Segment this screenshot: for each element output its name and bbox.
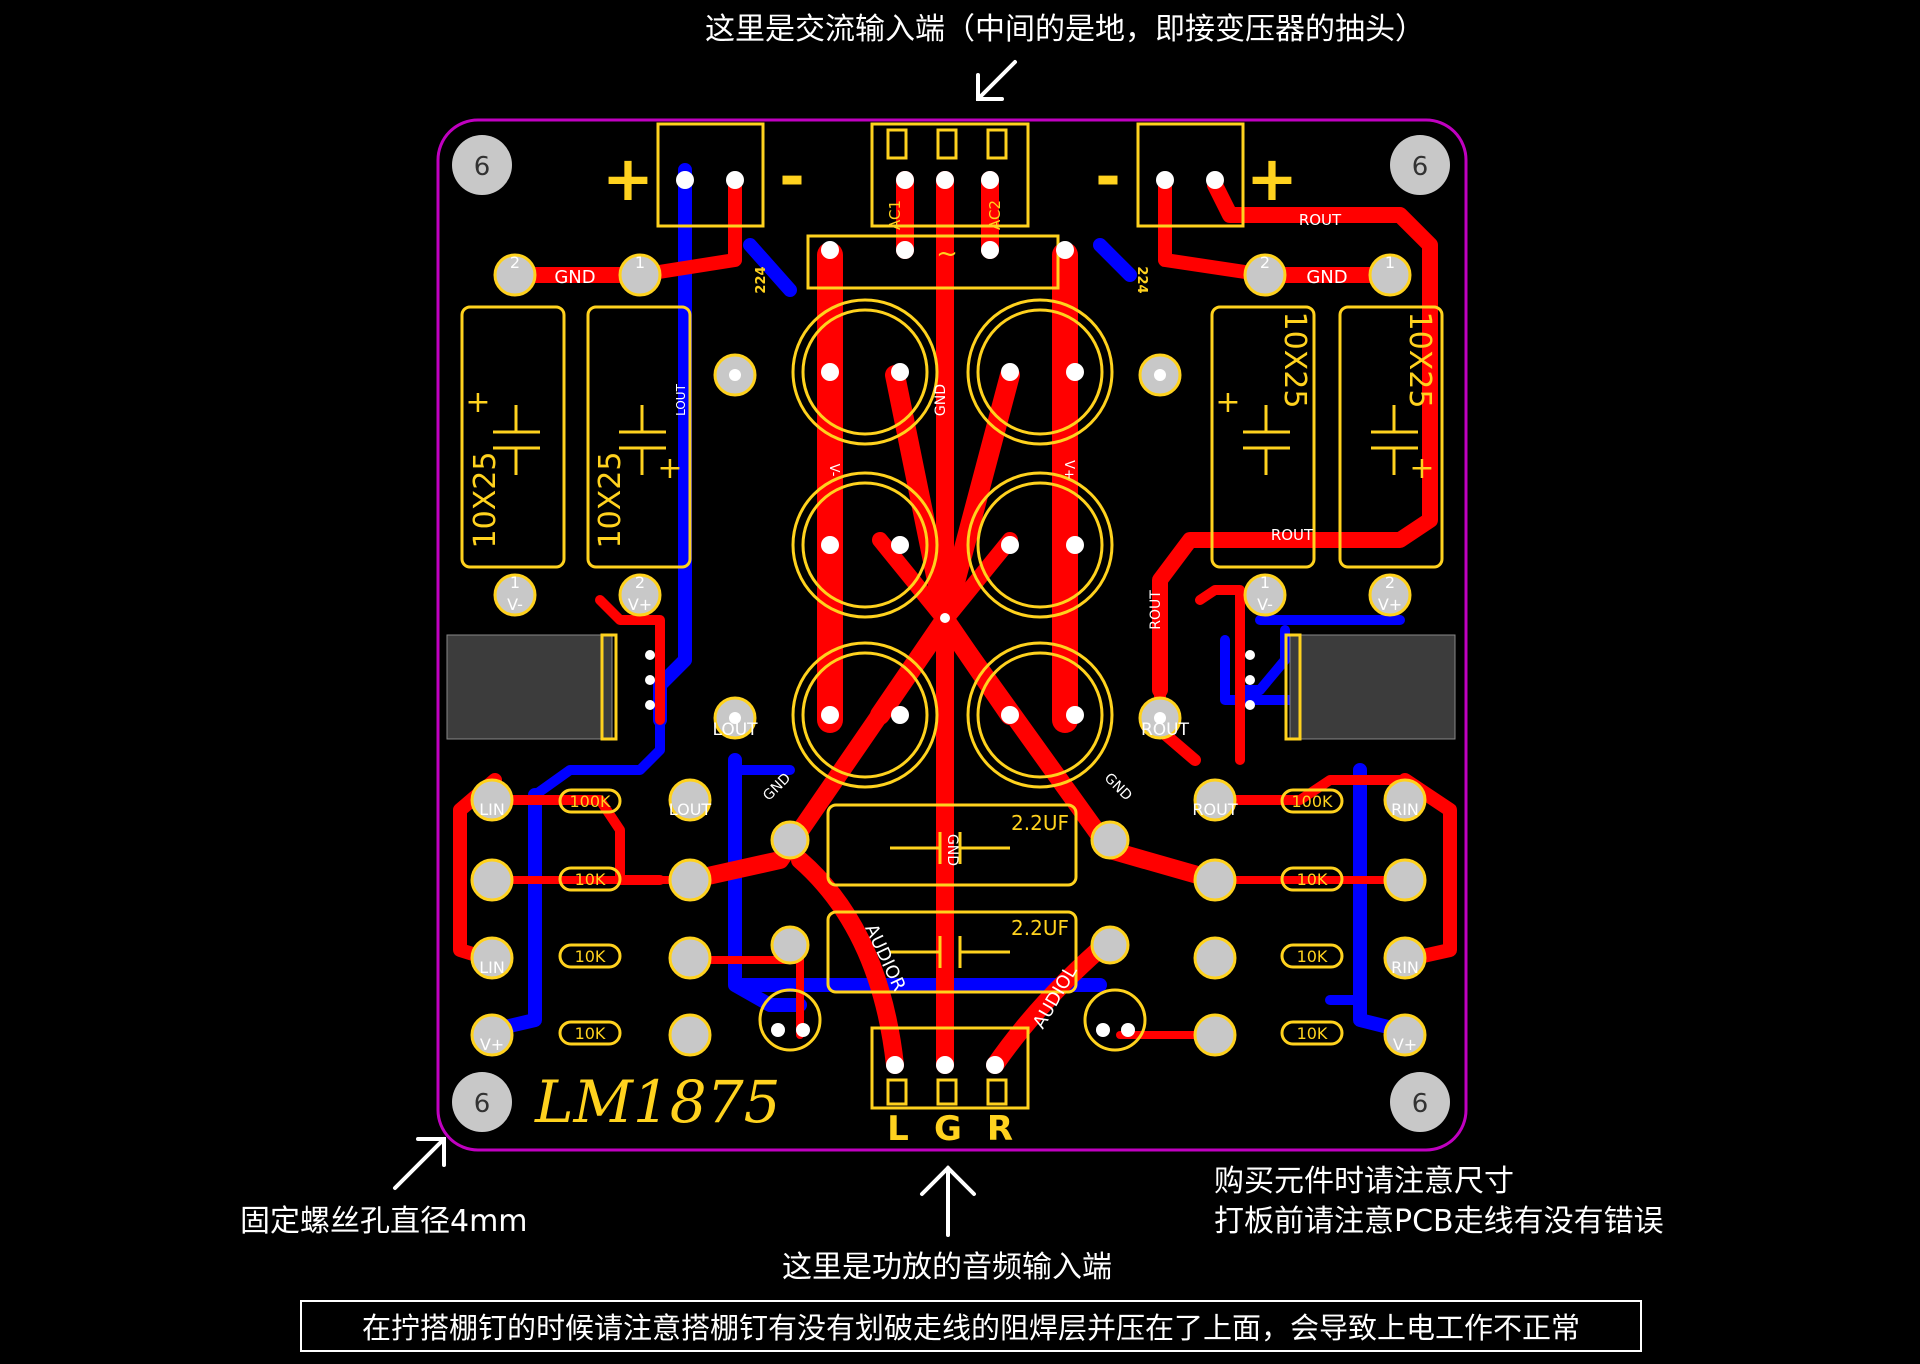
cap-value-10x25: 10X25 (1277, 312, 1312, 409)
audio-input-annotation: 这里是功放的音频输入端 (782, 1250, 1112, 1285)
net-label-gnd: GND (933, 384, 949, 416)
ac1-label: AC1 (886, 200, 904, 230)
pad-label-vminus: V- (1257, 595, 1273, 614)
pad-number: 2 (510, 253, 520, 272)
arrow-down-left-icon (976, 60, 1017, 101)
pcb-check-note: 打板前请注意PCB走线有没有错误 (1214, 1204, 1664, 1239)
ac-tilde-label: ~ (936, 239, 958, 269)
net-label-vminus: V- (826, 464, 841, 477)
diode-label-224: 224 (754, 266, 769, 293)
mount-hole-label: 6 (474, 152, 491, 182)
resistor-value-10k: 10K (575, 1024, 606, 1043)
pad-number: 2 (1385, 573, 1395, 592)
net-label-rout: ROUT (1271, 526, 1314, 544)
standoff-warning-text: 在拧搭棚钉的时候请注意搭棚钉有没有划破走线的阻焊层并压在了上面，会导致上电工作不… (361, 1311, 1580, 1345)
pad-label-rout: ROUT (1192, 800, 1237, 819)
pad-number: 2 (635, 573, 645, 592)
mount-holes (452, 135, 1450, 1132)
net-label-gnd: GND (944, 834, 960, 866)
pad-label-vplus: V+ (1393, 1035, 1417, 1054)
minus-label: - (779, 140, 805, 213)
cap-value-10x25: 10X25 (1402, 312, 1437, 409)
pad-label-rin: RIN (1391, 958, 1419, 977)
resistor-value-10k: 10K (1297, 947, 1328, 966)
pad-label-lin: LIN (479, 800, 505, 819)
mount-hole-label: 6 (474, 1089, 491, 1119)
cap-plus: + (1215, 385, 1240, 420)
pad-label-lout: LOUT (712, 720, 758, 740)
resistor-value-100k: 100K (1291, 792, 1333, 811)
pad-label-vplus: V+ (1378, 595, 1402, 614)
screw-hole-annotation: 固定螺丝孔直径4mm (240, 1204, 528, 1239)
pad-number: 1 (635, 253, 645, 272)
net-label-vplus: V+ (1061, 460, 1076, 480)
silkscreen-outlines (460, 122, 1444, 1110)
component-size-note: 购买元件时请注意尺寸 (1214, 1164, 1514, 1199)
standoff-warning-box: 在拧搭棚钉的时候请注意搭棚钉有没有划破走线的阻焊层并压在了上面，会导致上电工作不… (300, 1300, 1642, 1352)
net-label-lout: LOUT (674, 383, 688, 415)
bottom-copper-traces (485, 163, 1407, 1037)
minus-label: - (1095, 140, 1121, 213)
left-heatsink (446, 634, 613, 740)
pad-number: 1 (1385, 253, 1395, 272)
pad-label-rin: RIN (1391, 800, 1419, 819)
resistor-value-10k: 10K (1297, 870, 1328, 889)
pad-number: 2 (1260, 253, 1270, 272)
pad-label-rout: ROUT (1141, 720, 1190, 740)
resistor-value-10k: 10K (575, 947, 606, 966)
ac-input-annotation: 这里是交流输入端（中间的是地，即接变压器的抽头） (705, 12, 1425, 47)
resistor-value-100k: 100K (569, 792, 611, 811)
pad-label-lin: LIN (479, 958, 505, 977)
resistor-value-10k: 10K (575, 870, 606, 889)
net-label-rout: ROUT (1299, 211, 1342, 229)
input-pin-g: G (934, 1109, 962, 1149)
pads (470, 171, 1427, 1074)
cap-value-2-2uf: 2.2UF (1011, 916, 1069, 940)
diode-label-224: 224 (1134, 266, 1149, 293)
pad-label-lout: LOUT (669, 800, 712, 819)
mount-hole-label: 6 (1412, 1089, 1429, 1119)
lm1875-logo: LM1875 (534, 1068, 781, 1136)
pad-label-vplus: V+ (628, 595, 652, 614)
cap-plus: + (1409, 451, 1434, 486)
pad-number: 1 (1260, 573, 1270, 592)
cap-value-10x25: 10X25 (593, 452, 628, 549)
ac2-label: AC2 (986, 200, 1004, 230)
net-label-gnd: GND (1306, 267, 1347, 288)
plus-label: + (602, 142, 654, 215)
pad-label-vminus: V- (507, 595, 523, 614)
mount-hole-label: 6 (1412, 152, 1429, 182)
arrow-up-right-icon (393, 1137, 446, 1190)
board-labels: 6 6 6 6 + - - + AC1 ~ AC2 L G R LM1875 G… (465, 140, 1437, 1149)
input-pin-r: R (987, 1109, 1013, 1149)
cap-value-2-2uf: 2.2UF (1011, 811, 1069, 835)
net-label-gnd: GND (554, 267, 595, 288)
cap-plus: + (657, 451, 682, 486)
resistor-value-10k: 10K (1297, 1024, 1328, 1043)
cap-value-10x25: 10X25 (468, 452, 503, 549)
plus-label: + (1246, 142, 1298, 215)
right-heatsink (1289, 634, 1456, 740)
cap-plus: + (465, 385, 490, 420)
arrow-up-icon (920, 1165, 976, 1237)
input-pin-l: L (887, 1109, 909, 1149)
pad-label-vplus: V+ (480, 1035, 504, 1054)
pad-number: 1 (510, 573, 520, 592)
net-label-rout: ROUT (1148, 590, 1164, 630)
